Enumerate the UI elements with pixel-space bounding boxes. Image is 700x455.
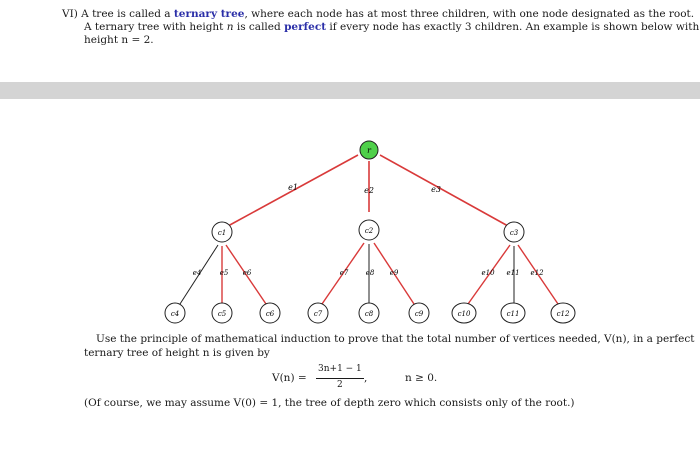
tree-node-c4: c4: [164, 302, 186, 324]
node-label-c12: c12: [557, 310, 570, 318]
edge-label-e4: e4: [193, 269, 202, 277]
edge-label-e1: e1: [288, 183, 298, 192]
problem-line2-mid: is called: [233, 21, 285, 33]
edge-e7: [321, 242, 365, 305]
formula-fraction-bar: [316, 378, 364, 379]
tree-node-c8: c8: [358, 302, 380, 324]
edge-label-e8: e8: [366, 269, 375, 277]
body-paragraph-1: Use the principle of mathematical induct…: [96, 333, 695, 345]
tree-node-c3: c3: [503, 221, 525, 243]
edge-e3: [379, 154, 509, 227]
edge-label-e2: e2: [364, 186, 374, 195]
problem-line-3: height n = 2.: [84, 34, 154, 46]
tree-node-c6: c6: [259, 302, 281, 324]
edge-label-e5: e5: [220, 269, 229, 277]
problem-line1-pre: A tree is called a: [81, 8, 174, 20]
problem-number: VI): [62, 8, 78, 20]
problem-line-2: A ternary tree with height n is called p…: [84, 21, 699, 34]
ternary-tree-diagram: r e1 e2 e3 c1 c2 c3 e4 e5 e6 e7 e8 e9 e1…: [164, 140, 576, 324]
body-paragraph-2: ternary tree of height n is given by: [84, 347, 270, 359]
edge-label-e7: e7: [340, 269, 349, 277]
edge-e9: [373, 242, 415, 305]
term-ternary-tree: ternary tree: [173, 8, 245, 20]
edge-e4: [179, 244, 219, 305]
problem-line-1: VI) A tree is called a ternary tree, whe…: [62, 8, 694, 21]
formula-lhs: V(n) =: [272, 372, 307, 384]
edge-e6: [225, 244, 267, 305]
edge-label-e3: e3: [431, 185, 441, 194]
edge-label-e12: e12: [530, 269, 544, 277]
edge-e1: [227, 154, 359, 227]
term-perfect: perfect: [284, 21, 327, 33]
node-label-root: r: [367, 146, 372, 155]
problem-line1-post: , where each node has at most three chil…: [244, 8, 695, 20]
body-note: (Of course, we may assume V(0) = 1, the …: [84, 397, 575, 409]
tree-node-c1: c1: [211, 221, 233, 243]
tree-node-c7: c7: [307, 302, 329, 324]
tree-node-c10: c10: [451, 302, 477, 324]
tree-node-c12: c12: [550, 302, 576, 324]
node-label-c4: c4: [171, 310, 179, 318]
tree-node-c11: c11: [500, 302, 526, 324]
problem-line2-var: n: [226, 21, 234, 33]
tree-node-root: r: [359, 140, 379, 160]
separator-band: [0, 82, 700, 99]
formula-comma: ,: [364, 372, 368, 384]
node-label-c7: c7: [314, 310, 323, 318]
node-label-c9: c9: [415, 310, 424, 318]
edge-e12: [517, 244, 559, 305]
tree-node-c9: c9: [408, 302, 430, 324]
node-label-c3: c3: [510, 229, 519, 237]
edge-label-e6: e6: [243, 269, 252, 277]
node-label-c10: c10: [458, 310, 471, 318]
edge-e10: [467, 244, 511, 305]
tree-node-c5: c5: [211, 302, 233, 324]
formula-denominator: 2: [337, 380, 343, 390]
formula-condition: n ≥ 0.: [405, 372, 438, 384]
tree-node-c2: c2: [358, 219, 380, 241]
problem-line2-post: if every node has exactly 3 children. An…: [326, 21, 700, 33]
edge-label-e10: e10: [481, 269, 495, 277]
edge-label-e11: e11: [506, 269, 519, 277]
node-label-c1: c1: [218, 229, 226, 237]
formula-numerator: 3n+1 − 1: [318, 364, 362, 374]
node-label-c11: c11: [507, 310, 520, 318]
node-label-c5: c5: [218, 310, 227, 318]
problem-line2-pre: A ternary tree with height: [84, 21, 227, 33]
edge-label-e9: e9: [390, 269, 399, 277]
node-label-c6: c6: [266, 310, 275, 318]
node-label-c2: c2: [365, 227, 374, 235]
node-label-c8: c8: [365, 310, 374, 318]
